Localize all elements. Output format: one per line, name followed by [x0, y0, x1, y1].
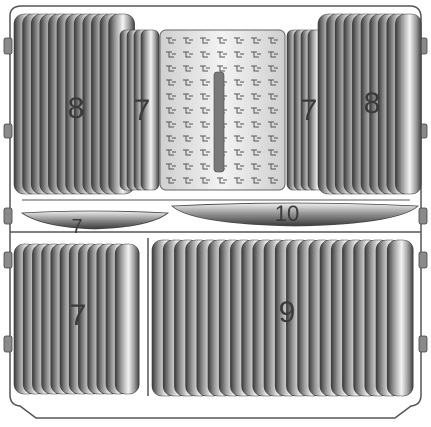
- plate: [387, 240, 413, 396]
- plate: [115, 244, 139, 394]
- label-saucer-right: 10: [275, 201, 299, 226]
- label-saucer-left: 7: [71, 216, 82, 238]
- cutlery-basket-icon: [160, 30, 285, 190]
- label-upper-left-inner: 7: [134, 94, 151, 127]
- label-lower-left: 7: [70, 299, 87, 332]
- plate: [395, 14, 421, 194]
- label-lower-right: 9: [279, 296, 296, 329]
- label-upper-right-inner: 7: [301, 94, 318, 127]
- saucer-left: [22, 211, 168, 229]
- label-upper-left-outer: 8: [68, 92, 85, 125]
- label-upper-right-outer: 8: [364, 87, 381, 120]
